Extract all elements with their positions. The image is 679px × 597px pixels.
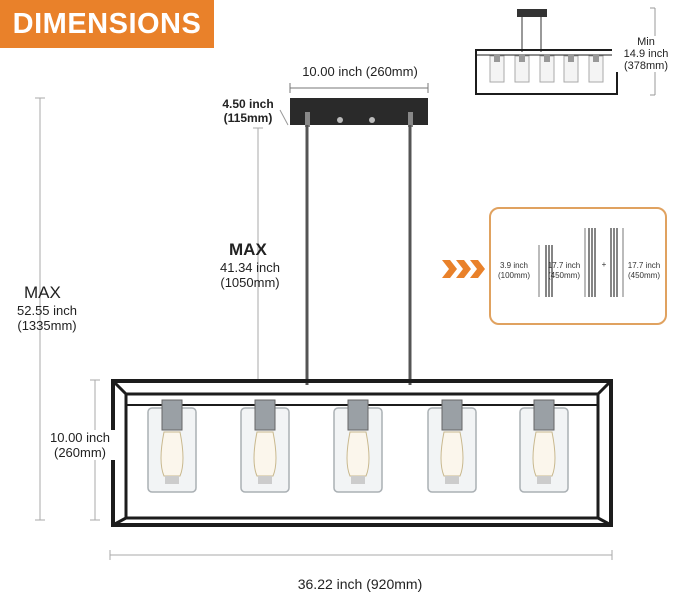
- min-frame: [475, 49, 618, 95]
- rods-inset-box: [489, 207, 667, 325]
- rod-max-mm: (1050mm): [220, 275, 280, 290]
- fixture-height-label: 10.00 inch (260mm): [42, 430, 118, 460]
- min-socket: [519, 54, 525, 62]
- canopy-height-label: 4.50 inch (115mm): [208, 97, 288, 125]
- min-socket: [568, 54, 574, 62]
- min-inch: 14.9 inch: [623, 48, 669, 60]
- socket: [161, 399, 183, 431]
- canopy-width-label: 10.00 inch (260mm): [302, 64, 418, 79]
- fixture-length-label: 36.22 inch (920mm): [297, 576, 423, 592]
- fixture-height-inch: 10.00 inch: [50, 430, 110, 445]
- chevron-right-icon: [442, 260, 457, 278]
- socket: [347, 399, 369, 431]
- canopy: [290, 98, 428, 125]
- plus-sign: +: [601, 260, 607, 269]
- overall-max-mm: (1335mm): [17, 318, 77, 333]
- bulb: [346, 431, 370, 477]
- socket: [533, 399, 555, 431]
- min-height-label: Min 14.9 inch (378mm): [612, 36, 679, 72]
- bulb: [160, 431, 184, 477]
- frame-corner: [596, 379, 613, 396]
- chevron-right-icon: [470, 260, 485, 278]
- min-mm: (378mm): [623, 60, 668, 72]
- rod-short-mm: (100mm): [497, 271, 530, 280]
- rod-long-mm: (450mm): [547, 271, 580, 280]
- rod-max-inch: 41.34 inch: [220, 260, 280, 275]
- chevron-right-icon: [456, 260, 471, 278]
- canopy-height-inch: 4.50 inch: [222, 97, 274, 111]
- rod-max-title: MAX: [229, 240, 267, 259]
- bulb-base: [445, 476, 459, 484]
- bulb: [440, 431, 464, 477]
- bulb-base: [258, 476, 272, 484]
- min-socket: [593, 54, 599, 62]
- canopy-height-pointer: [279, 109, 289, 126]
- rod-nut: [305, 112, 310, 127]
- min-title: Min: [637, 36, 655, 48]
- rod-long-inch: 17.7 inch: [547, 261, 581, 270]
- rod-nut: [408, 112, 413, 127]
- rod-long-label-2: 17.7 inch (450mm): [624, 261, 664, 281]
- rod-long2-mm: (450mm): [627, 271, 660, 280]
- frame-corner: [112, 516, 127, 527]
- socket: [254, 399, 276, 431]
- rod-long2-inch: 17.7 inch: [627, 261, 661, 270]
- bulb-base: [351, 476, 365, 484]
- min-socket: [494, 54, 500, 62]
- rod-max-label: MAX 41.34 inch (1050mm): [205, 240, 295, 290]
- bulb: [532, 431, 556, 477]
- socket: [441, 399, 463, 431]
- dimensions-banner: DIMENSIONS: [0, 0, 214, 48]
- overall-max-label: MAX 52.55 inch (1335mm): [2, 283, 92, 333]
- rod-long-label: 17.7 inch (450mm): [544, 261, 584, 281]
- rod-short-inch: 3.9 inch: [499, 261, 529, 270]
- canopy-screw: [337, 117, 343, 123]
- overall-max-title: MAX: [24, 283, 61, 302]
- canopy-screw: [369, 117, 375, 123]
- frame-corner: [597, 516, 612, 527]
- frame-inner: [124, 392, 600, 520]
- bulb-base: [537, 476, 551, 484]
- bulb-base: [165, 476, 179, 484]
- fixture-height-mm: (260mm): [53, 445, 106, 460]
- min-socket: [544, 54, 550, 62]
- overall-max-inch: 52.55 inch: [17, 303, 77, 318]
- canopy-height-mm: (115mm): [223, 111, 273, 125]
- min-canopy: [517, 9, 547, 17]
- bulb: [253, 431, 277, 477]
- rod-short-label: 3.9 inch (100mm): [494, 261, 534, 281]
- frame-corner: [111, 379, 128, 396]
